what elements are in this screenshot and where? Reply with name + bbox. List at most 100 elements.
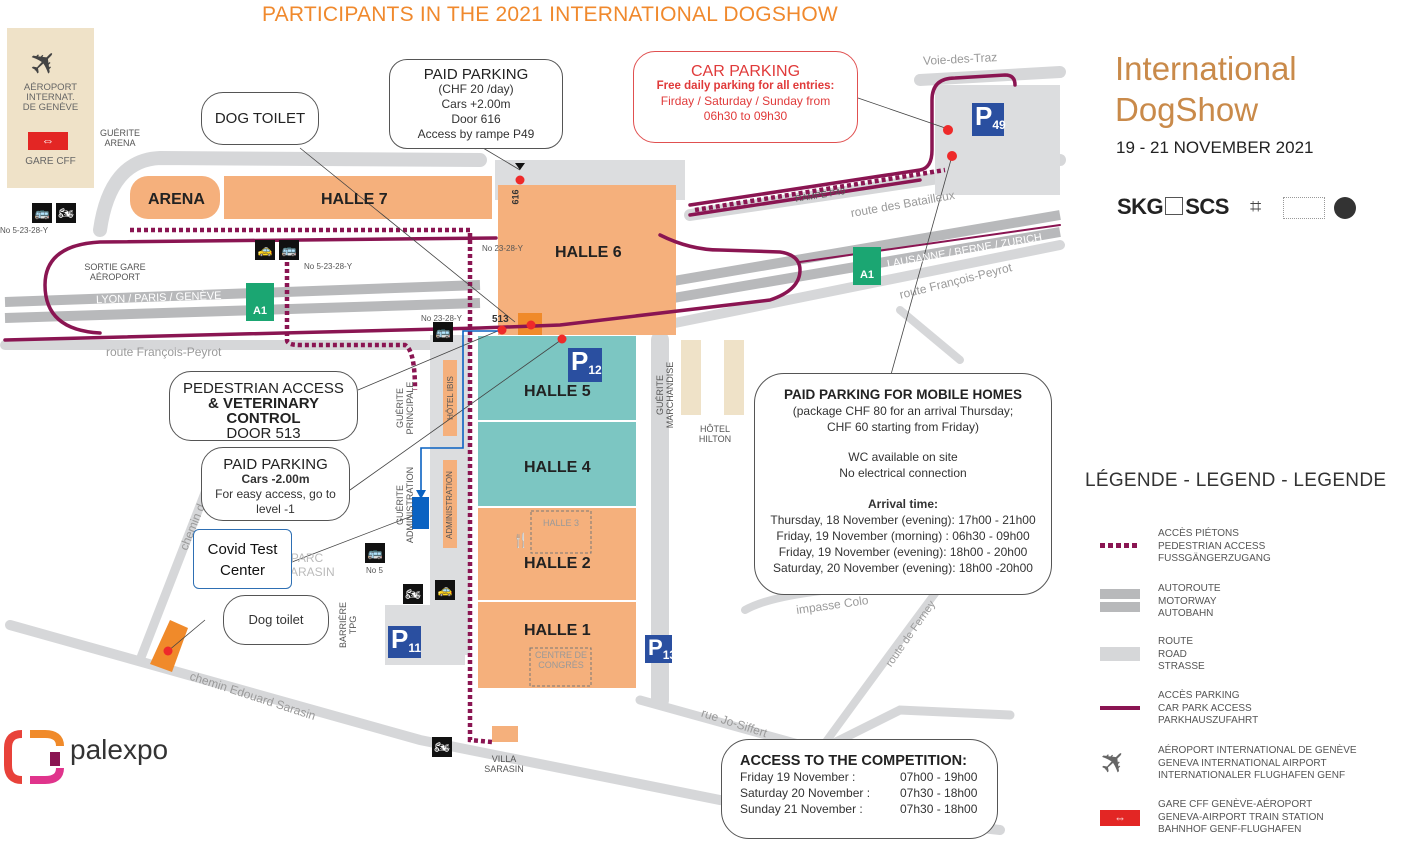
palexpo-logo-text: palexpo	[70, 734, 169, 765]
covid-center-box	[412, 497, 429, 529]
callout-dog-toilet-top: DOG TOILET	[201, 92, 319, 145]
arena-shape	[130, 176, 220, 219]
hall-4: HALLE 4	[524, 459, 591, 476]
legend-title: LÉGENDE - LEGEND - LEGENDE	[1085, 470, 1387, 491]
villa-sarasin-label: VILLA SARASIN	[484, 754, 524, 774]
administration-shape	[443, 460, 457, 548]
road-arena-loop	[93, 150, 487, 237]
motorway-swatch-icon-2	[1100, 602, 1140, 612]
competition-timetable: Friday 19 November :07h00 - 19h00 Saturd…	[740, 769, 977, 817]
callout-dog-toilet-bottom: Dog toilet	[223, 595, 329, 645]
fci-seal-icon	[1334, 197, 1356, 219]
parking-p12[interactable]: P12	[568, 348, 602, 382]
taxi-icon: 🚕	[255, 240, 275, 260]
centre-outline	[529, 647, 592, 687]
event-dates: 19 - 21 NOVEMBER 2021	[1116, 138, 1314, 157]
motorbike-icon: 🏍	[403, 584, 423, 604]
car-park-access-lines	[3, 73, 1061, 342]
guerite-administration-label: GUÉRITE ADMINISTRATION	[395, 466, 415, 544]
halle5-shape	[478, 336, 636, 420]
event-title: International DogShow	[1115, 50, 1297, 128]
halle1-shape	[478, 602, 636, 688]
bus-number-2: No 5-23-28-Y	[304, 262, 353, 271]
bus-icon: 🚌	[32, 203, 52, 223]
road-swatch-icon	[1100, 647, 1140, 661]
hall-3: HALLE 3	[542, 518, 580, 528]
car-park-access-swatch-icon	[1100, 706, 1140, 710]
svc-logo-icon: ⌗	[1250, 196, 1262, 218]
hall-7: HALLE 7	[321, 191, 388, 208]
marker-p49-a	[943, 125, 953, 135]
pedestrian-access-swatch-icon	[1100, 543, 1140, 548]
hotel-hilton-label: HÔTEL HILTON	[698, 424, 732, 444]
bus-icon: 🚌	[279, 240, 299, 260]
bus-icon: 🚌	[433, 322, 453, 342]
halle2-shape	[478, 508, 636, 600]
table-row: Friday 19 November :07h00 - 19h00	[740, 770, 978, 784]
marker-p12	[557, 334, 567, 344]
callout-competition-access: ACCESS TO THE COMPETITION: Friday 19 Nov…	[721, 739, 998, 839]
callout-paid-parking-616: PAID PARKING (CHF 20 /day) Cars +2.00m D…	[389, 59, 563, 149]
parking-p13[interactable]: P13	[645, 635, 676, 663]
taxi-icon: 🚕	[435, 580, 455, 600]
halle3-outline	[530, 510, 592, 554]
guerite-principale-label: GUÉRITE PRINCIPALE	[395, 381, 415, 435]
callout-car-parking: CAR PARKING Free daily parking for all e…	[633, 51, 858, 143]
motorbike-icon: 🏍	[432, 737, 452, 757]
table-row: Sunday 21 November :07h30 - 18h00	[740, 802, 978, 816]
marker-door-513	[497, 325, 507, 335]
hall-1: HALLE 1	[524, 622, 591, 639]
road-route-francois-peyrot-west: route François-Peyrot	[106, 345, 222, 359]
restaurant-icon: 🍴	[512, 532, 530, 548]
road-east-branch	[896, 306, 964, 364]
motorbike-icon: 🏍	[56, 203, 76, 223]
sbb-train-legend-icon: ⇔	[1100, 810, 1140, 826]
hilton-shape-2	[724, 340, 744, 415]
sortie-gare-label: SORTIE GARE AÉROPORT	[84, 262, 146, 282]
airport-box	[7, 28, 94, 188]
club-crest-icon	[1283, 197, 1325, 219]
parking-p11[interactable]: P11	[388, 626, 421, 658]
parc-sarasin-label: PARC SARASIN	[282, 551, 335, 579]
leader-lines	[167, 97, 953, 652]
hotel-ibis-shape	[443, 360, 457, 436]
marker-p49-b	[947, 151, 957, 161]
callout-covid-test-center: Covid Test Center	[193, 529, 292, 589]
pedestrian-paths	[130, 167, 946, 745]
centre-congres: CENTRE DE CONGRÈS	[534, 650, 587, 670]
road-chemin-d	[135, 475, 215, 665]
administration-label: ADMINISTRATION	[445, 471, 454, 539]
palexpo-logo	[4, 730, 64, 784]
markers	[163, 125, 957, 656]
villa-sarasin-shape	[492, 726, 518, 742]
airport-label: AÉROPORT INTERNAT. DE GENÈVE	[22, 82, 79, 113]
parking-p49[interactable]: P49	[972, 103, 1006, 136]
page-title: PARTICIPANTS IN THE 2021 INTERNATIONAL D…	[262, 3, 838, 26]
bus-number-5: No 5	[366, 566, 383, 575]
marker-dog-toilet	[163, 646, 173, 656]
covid-route-arrow	[420, 330, 500, 492]
table-row: Saturday 20 November :07h30 - 18h00	[740, 786, 978, 800]
hotel-ibis-label: HÔTEL IBIS	[446, 376, 455, 420]
hall-6: HALLE 6	[555, 244, 622, 261]
sbb-train-icon: ⇔	[28, 132, 68, 150]
bus-number-4: No 23-28-Y	[482, 244, 523, 253]
bus-icon: 🚌	[365, 543, 385, 563]
hall-2: HALLE 2	[524, 555, 591, 572]
road-rue-siffert	[635, 695, 1015, 755]
halle4-shape	[478, 422, 636, 506]
guerite-marchandise-label: GUÉRITE MARCHANDISE	[655, 361, 675, 429]
hall-5: HALLE 5	[524, 383, 591, 400]
motorway-a1-east: A1	[853, 247, 881, 285]
marker-door-513b	[526, 320, 536, 330]
motorway-swatch-icon	[1100, 589, 1140, 599]
halls-shapes	[130, 176, 744, 742]
p49-area	[935, 85, 1060, 195]
